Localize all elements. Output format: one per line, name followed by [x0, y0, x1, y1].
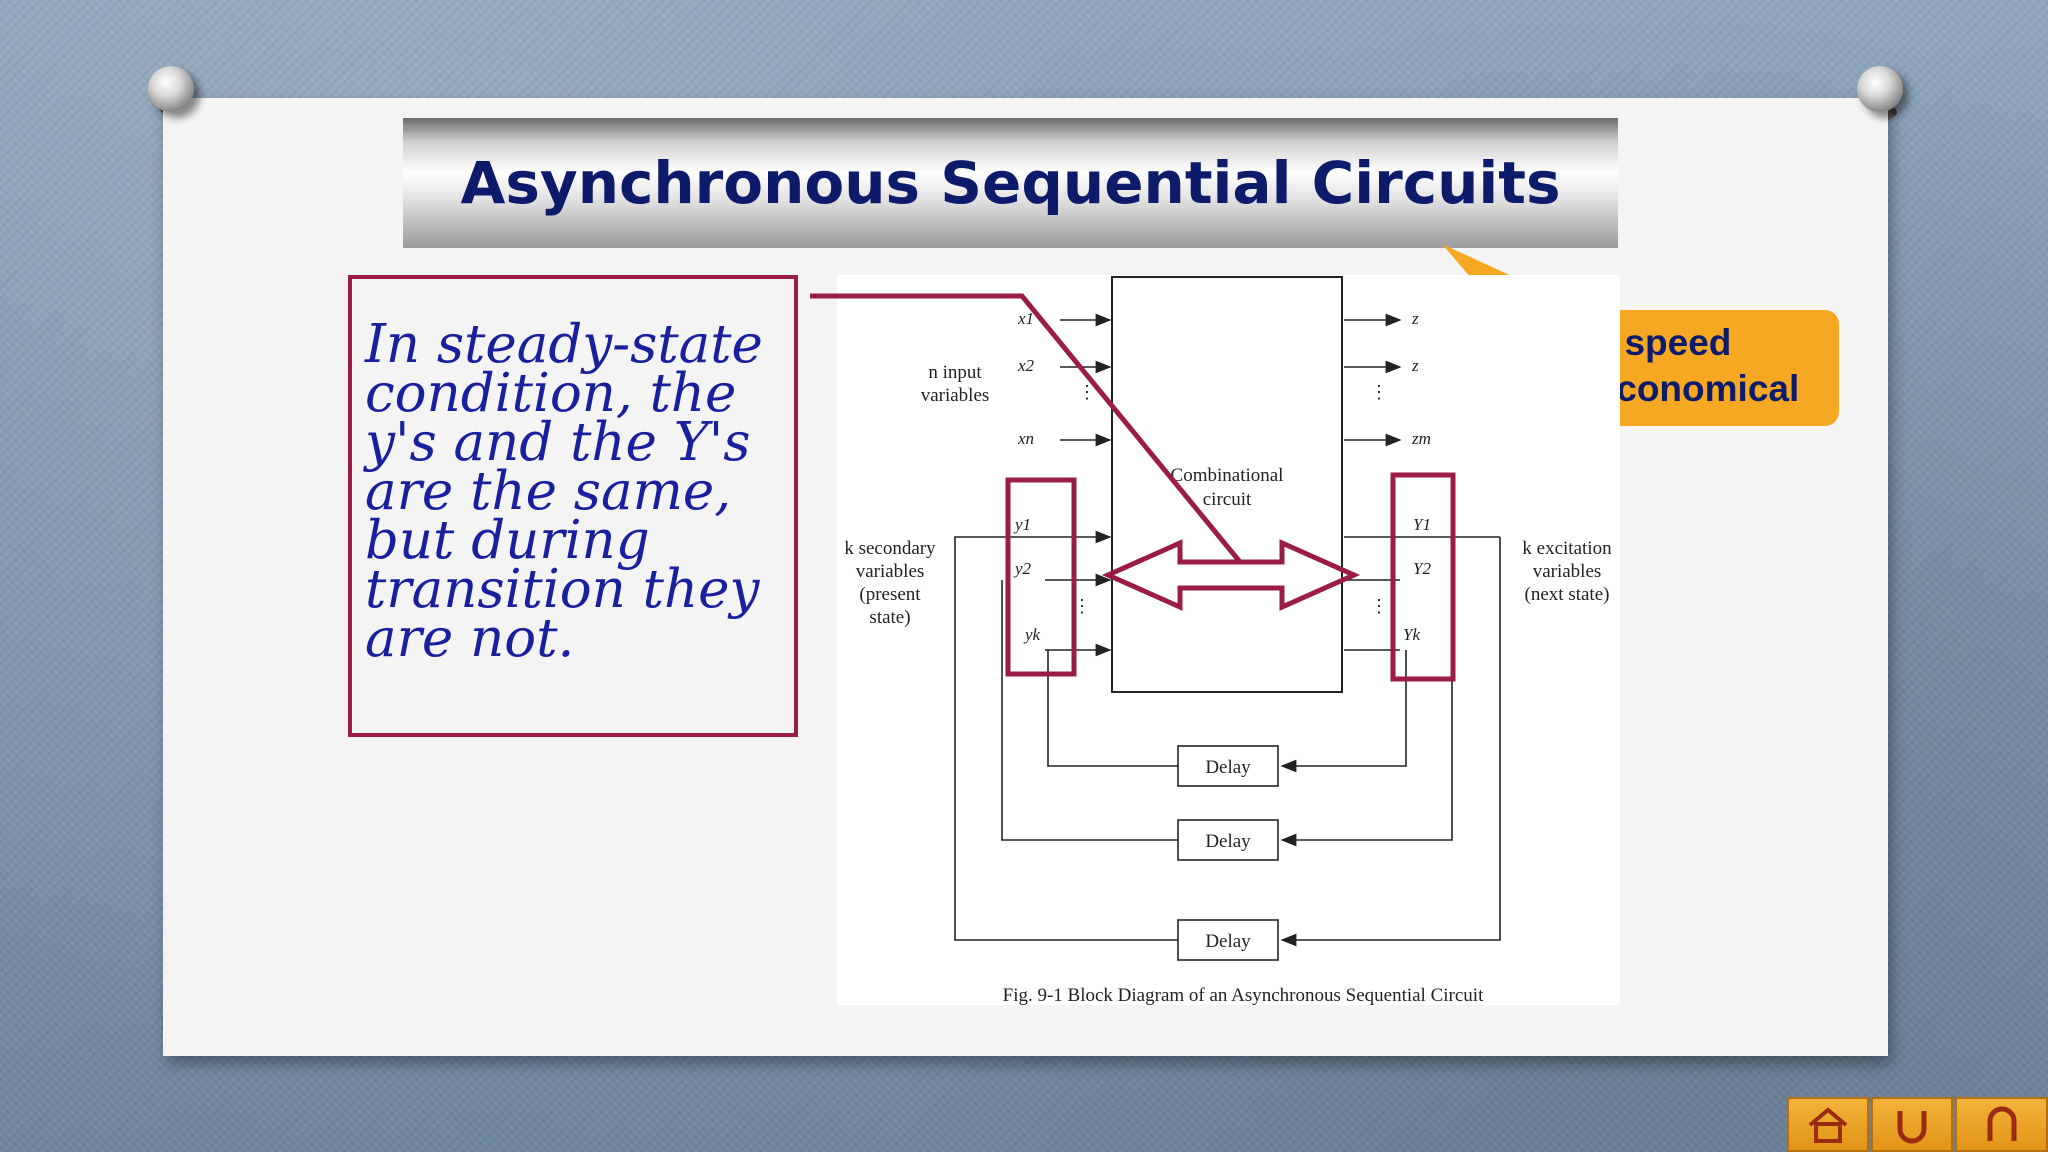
nav-return-button[interactable]: [1871, 1097, 1953, 1152]
undo-icon: [1987, 1106, 2016, 1141]
block-label-2: circuit: [1203, 489, 1252, 510]
excitation-label: Y2: [1413, 559, 1431, 578]
input-label: xn: [1017, 429, 1034, 448]
nav-undo-button[interactable]: [1955, 1097, 2048, 1152]
excitation-desc-2: variables: [1533, 561, 1602, 582]
combinational-circuit-block: [1111, 276, 1343, 693]
secondary-label: y1: [1013, 515, 1031, 534]
pushpin-left-icon: [148, 66, 194, 112]
secondary-desc-3: (present: [859, 584, 921, 605]
slide-title: Asynchronous Sequential Circuits: [460, 149, 1561, 217]
secondary-label: y2: [1013, 559, 1032, 578]
excitation-highlight-box: [1390, 472, 1456, 682]
figure-caption: Fig. 9-1 Block Diagram of an Asynchronou…: [1003, 985, 1484, 1006]
delay-label: Delay: [1205, 757, 1251, 778]
block-label-1: Combinational: [1171, 465, 1284, 486]
n-input-label-1: n input: [928, 362, 982, 383]
nav-home-button[interactable]: [1787, 1097, 1869, 1152]
secondary-label: yk: [1023, 625, 1041, 644]
output-label: z: [1411, 356, 1419, 375]
input-lines: [1060, 313, 1112, 447]
block-diagram-figure: [837, 275, 1620, 1005]
output-label: z: [1411, 309, 1419, 328]
secondary-highlight-box: [1005, 477, 1077, 677]
excitation-desc-1: k excitation: [1522, 538, 1612, 559]
output-lines: [1344, 313, 1402, 447]
delay-box: [1177, 919, 1279, 961]
vertical-dots: ⋮: [1073, 596, 1091, 616]
excitation-desc-3: (next state): [1525, 584, 1610, 605]
excitation-label: Y1: [1413, 515, 1431, 534]
excitation-lines: [1344, 536, 1500, 651]
output-label: zm: [1411, 429, 1431, 448]
return-icon: [1897, 1110, 1927, 1143]
delay-label: Delay: [1205, 831, 1251, 852]
vertical-dots: ⋮: [1370, 596, 1388, 616]
vertical-dots: ⋮: [1370, 382, 1388, 402]
secondary-desc-2: variables: [856, 561, 925, 582]
highlight-annotations: [810, 293, 1456, 682]
input-label: x2: [1017, 356, 1035, 375]
home-icon: [1808, 1106, 1848, 1143]
vertical-dots: ⋮: [1078, 382, 1096, 402]
input-label: x1: [1017, 309, 1034, 328]
pointer-line: [810, 293, 1242, 564]
n-input-label-2: variables: [921, 385, 990, 406]
excitation-label: Yk: [1403, 625, 1420, 644]
secondary-lines: [1045, 530, 1112, 657]
handwritten-note: In steady-state condition, the y's and t…: [365, 314, 763, 669]
feedback-loops: [954, 536, 1501, 947]
double-arrow: [1101, 539, 1361, 611]
secondary-desc-4: state): [869, 607, 910, 628]
delay-label: Delay: [1205, 931, 1251, 952]
delay-box: [1177, 819, 1279, 861]
title-banner: Asynchronous Sequential Circuits: [403, 118, 1618, 248]
pushpin-right-icon: [1857, 66, 1903, 112]
delay-box: [1177, 745, 1279, 787]
note-frame: [348, 275, 798, 737]
secondary-desc-1: k secondary: [844, 538, 936, 559]
